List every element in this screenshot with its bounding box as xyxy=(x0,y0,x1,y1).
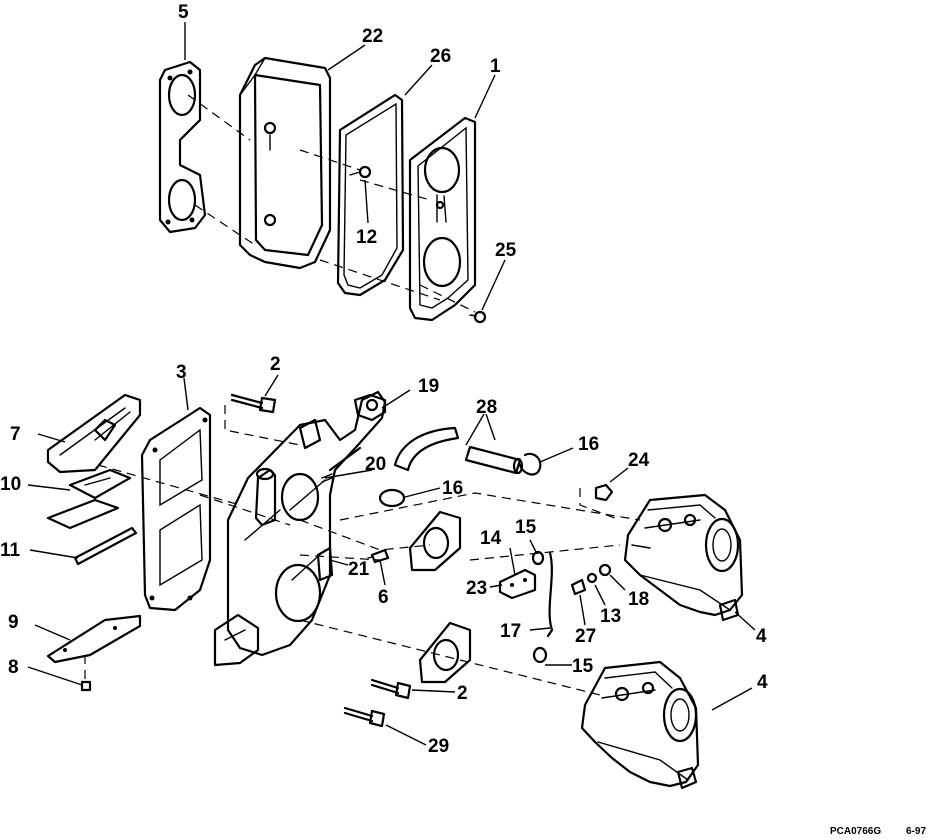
intake-housing xyxy=(213,390,387,667)
link-rod-part-17 xyxy=(546,551,554,638)
screw-part-25 xyxy=(469,310,487,324)
carburetor-part-4-lower xyxy=(580,660,700,790)
gasket-part-26 xyxy=(336,93,405,297)
callout-4-lower: 4 xyxy=(757,672,768,693)
callout-16-right: 16 xyxy=(578,434,599,455)
callout-17: 17 xyxy=(500,621,521,642)
callout-21: 21 xyxy=(348,559,370,580)
gasket-part-5 xyxy=(158,60,207,234)
footer: PCA0766G 6-97 xyxy=(830,826,926,837)
bolt-part-2-lower xyxy=(370,678,412,700)
callout-14: 14 xyxy=(480,528,502,549)
flange-gasket-upper xyxy=(408,510,462,572)
hose-part-28 xyxy=(393,426,524,475)
callout-25: 25 xyxy=(495,240,517,261)
bolt-part-2-upper xyxy=(230,393,277,414)
plate-part-1 xyxy=(408,116,477,322)
callout-11: 11 xyxy=(0,540,21,561)
callout-2-upper: 2 xyxy=(270,354,281,375)
cover-part-22 xyxy=(238,56,332,270)
callout-26: 26 xyxy=(430,46,451,67)
clamp-part-16-left xyxy=(378,488,406,508)
clamp-part-16-right xyxy=(518,452,542,476)
reed-block-part-7 xyxy=(46,393,142,474)
callout-27: 27 xyxy=(575,626,596,647)
bolt-part-29 xyxy=(343,706,386,728)
callout-labels: 5 22 26 1 12 25 2 3 19 28 7 16 24 20 10 … xyxy=(0,2,768,757)
flange-gasket-lower xyxy=(418,621,472,684)
callout-3: 3 xyxy=(176,362,187,383)
fitting-part-15-upper xyxy=(531,550,545,566)
callout-5: 5 xyxy=(178,2,189,23)
callout-15-lower: 15 xyxy=(572,656,594,677)
callout-13: 13 xyxy=(600,606,621,627)
nut-part-24 xyxy=(594,483,614,502)
bracket-part-23 xyxy=(498,568,537,600)
callout-6: 6 xyxy=(378,587,389,608)
callout-7: 7 xyxy=(10,424,21,445)
callout-23: 23 xyxy=(466,578,487,599)
callout-20: 20 xyxy=(365,454,386,475)
figure-date: 6-97 xyxy=(906,826,926,837)
callout-2-lower: 2 xyxy=(457,683,468,704)
reed-stop-part-11 xyxy=(73,526,138,566)
fitting-part-15-lower xyxy=(532,646,548,664)
plate-part-9 xyxy=(46,614,142,664)
screw-part-12 xyxy=(349,165,372,179)
callout-29: 29 xyxy=(428,736,449,757)
callout-19: 19 xyxy=(418,376,439,397)
screw-part-6 xyxy=(367,548,390,564)
callout-24: 24 xyxy=(628,450,650,471)
washer-part-13 xyxy=(586,572,598,584)
screw-part-8 xyxy=(80,680,92,692)
nut-part-18 xyxy=(598,563,612,577)
gasket-part-3 xyxy=(140,406,212,612)
callout-15-upper: 15 xyxy=(515,517,537,538)
callout-1: 1 xyxy=(490,56,501,77)
callout-4-upper: 4 xyxy=(756,626,767,647)
callout-10: 10 xyxy=(0,474,21,495)
reed-petals-part-10 xyxy=(46,468,132,530)
figure-code: PCA0766G xyxy=(830,826,881,837)
callout-16-left: 16 xyxy=(442,478,463,499)
leader-lines xyxy=(27,22,756,746)
callout-12: 12 xyxy=(356,227,377,248)
callout-18: 18 xyxy=(628,589,649,610)
screw-part-27 xyxy=(570,578,587,596)
assembly-lines xyxy=(84,94,641,696)
callout-28: 28 xyxy=(476,397,497,418)
callout-9: 9 xyxy=(8,612,19,633)
callout-22: 22 xyxy=(362,26,383,47)
callout-8: 8 xyxy=(8,657,19,678)
